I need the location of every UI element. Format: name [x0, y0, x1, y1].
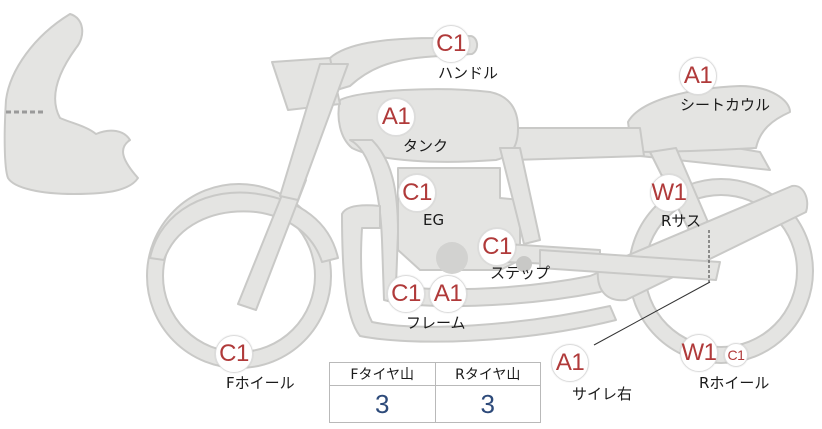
grade-badge-frame-1: C1: [387, 275, 425, 313]
part-label-handle: ハンドル: [438, 64, 499, 82]
part-label-engine: EG: [423, 211, 445, 229]
swingarm-shape: [539, 249, 721, 281]
part-label-step: ステップ: [490, 264, 551, 282]
grade-badge-rear-wheel-1: W1: [680, 334, 718, 372]
tread-value-rear: 3: [434, 385, 541, 423]
part-label-tank: タンク: [403, 137, 449, 155]
tire-tread-table: Fタイヤ山 Rタイヤ山 3 3: [329, 362, 541, 423]
leader-line-muffler: [593, 281, 711, 346]
part-label-muffler-right: サイレ右: [572, 385, 633, 403]
grade-badge-frame-2: A1: [429, 275, 467, 313]
grade-badge-front-wheel: C1: [215, 335, 253, 373]
seat-cowl-shape: [627, 85, 791, 153]
tread-header-front: Fタイヤ山: [329, 362, 436, 386]
part-label-rear-wheel: Rホイール: [699, 374, 770, 392]
seat-shape: [511, 127, 645, 161]
part-label-front-wheel: Fホイール: [226, 374, 295, 392]
tread-value-front: 3: [329, 385, 436, 423]
part-label-frame: フレーム: [406, 314, 466, 332]
grade-badge-engine: C1: [398, 174, 436, 212]
grade-badge-muffler-right: A1: [551, 344, 589, 382]
part-label-rear-suspension: Rサス: [661, 212, 702, 230]
grade-badge-seat-cowl: A1: [679, 57, 717, 95]
tread-header-rear: Rタイヤ山: [434, 362, 541, 386]
fairing-shape: [3, 13, 139, 195]
grade-badge-rear-wheel-2: C1: [724, 343, 748, 367]
grade-badge-step: C1: [478, 228, 516, 266]
part-label-seat-cowl: シートカウル: [680, 96, 771, 114]
grade-badge-rear-suspension: W1: [650, 174, 688, 212]
grade-badge-tank: A1: [377, 98, 415, 136]
grade-badge-handle: C1: [432, 25, 470, 63]
